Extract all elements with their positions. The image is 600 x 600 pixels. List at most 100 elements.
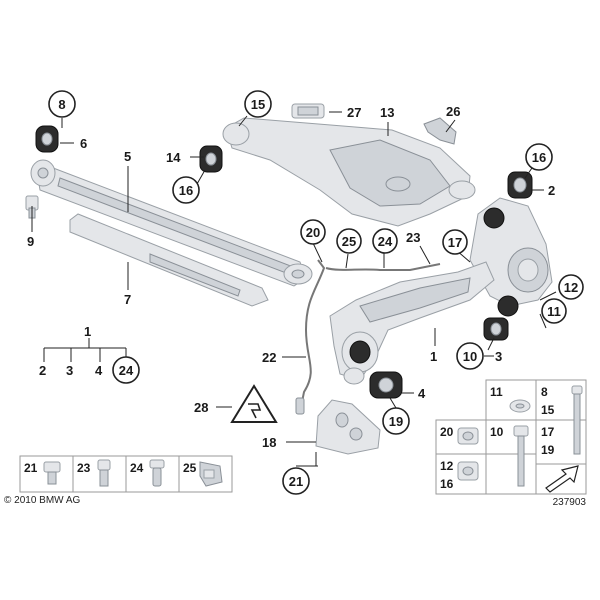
long-bolt-icon	[571, 385, 583, 455]
callout-7: 7	[124, 292, 131, 307]
callout-27: 27	[347, 105, 361, 120]
svg-text:13: 13	[380, 105, 394, 120]
screw-icon	[149, 459, 165, 487]
callout-4-group: 4	[95, 363, 103, 378]
warning-triangle-icon	[230, 384, 278, 423]
svg-text:27: 27	[347, 105, 361, 120]
callout-14: 14	[166, 150, 181, 165]
wheel-carrier	[469, 197, 553, 317]
callout-2-group: 2	[39, 363, 46, 378]
hw-label-21: 21	[24, 461, 38, 475]
svg-text:4: 4	[418, 386, 426, 401]
svg-text:17: 17	[448, 235, 462, 250]
direction-arrow-icon	[545, 465, 579, 493]
callout-21: 21	[282, 467, 310, 495]
callout-3-group: 3	[66, 363, 73, 378]
hw-label-25: 25	[183, 461, 197, 475]
callout-6: 6	[80, 136, 87, 151]
callout-16-right: 16	[525, 143, 553, 171]
svg-text:2: 2	[548, 183, 555, 198]
callout-8: 8	[48, 90, 76, 118]
svg-text:1: 1	[430, 349, 437, 364]
svg-text:3: 3	[495, 349, 502, 364]
callout-12: 12	[558, 274, 584, 300]
lower-control-arm	[329, 261, 495, 385]
svg-text:4: 4	[95, 363, 103, 378]
callout-4-mount: 4	[418, 386, 426, 401]
callout-23: 23	[406, 230, 420, 245]
diagram-number: 237903	[553, 497, 587, 508]
svg-text:12: 12	[564, 280, 578, 295]
callout-22: 22	[262, 350, 276, 365]
cover-plate	[69, 213, 269, 307]
callout-2-top: 2	[548, 183, 555, 198]
svg-text:16: 16	[532, 150, 546, 165]
callout-1-arm: 1	[430, 349, 437, 364]
callout-20: 20	[300, 219, 326, 245]
copyright-text: © 2010 BMW AG	[4, 495, 81, 506]
rubber-mount	[369, 371, 403, 399]
svg-text:7: 7	[124, 292, 131, 307]
svg-text:22: 22	[262, 350, 276, 365]
callout-25: 25	[336, 228, 362, 254]
hw-label-20: 20	[440, 425, 454, 439]
upper-wishbone	[222, 117, 476, 227]
svg-text:15: 15	[251, 97, 265, 112]
callout-13: 13	[380, 105, 394, 120]
callout-1-group: 1	[84, 324, 91, 339]
svg-text:10: 10	[463, 349, 477, 364]
svg-text:18: 18	[262, 435, 276, 450]
svg-text:19: 19	[389, 414, 403, 429]
callout-19: 19	[382, 407, 410, 435]
svg-text:25: 25	[342, 234, 356, 249]
svg-text:21: 21	[289, 474, 303, 489]
hw-label-12: 12	[440, 459, 454, 473]
svg-text:11: 11	[547, 304, 561, 319]
flange-nut-icon	[457, 427, 479, 445]
svg-text:24: 24	[119, 363, 134, 378]
rod-bushing	[30, 125, 59, 187]
callout-24: 24	[372, 228, 398, 254]
callout-11: 11	[541, 298, 567, 324]
callout-18: 18	[262, 435, 276, 450]
svg-text:28: 28	[194, 400, 208, 415]
trailing-link-rod	[37, 165, 313, 287]
callout-10: 10	[456, 342, 484, 370]
flange-bolt-icon	[513, 425, 529, 487]
svg-text:5: 5	[124, 149, 131, 164]
hw-label-8: 8	[541, 385, 548, 399]
washer-icon	[509, 399, 531, 413]
hw-label-11: 11	[490, 385, 503, 399]
clip-icon	[199, 461, 223, 487]
svg-text:3: 3	[66, 363, 73, 378]
svg-text:1: 1	[84, 324, 91, 339]
callout-15: 15	[244, 90, 272, 118]
svg-text:14: 14	[166, 150, 181, 165]
hw-label-15: 15	[541, 403, 555, 417]
hw-label-16: 16	[440, 477, 454, 491]
svg-text:2: 2	[39, 363, 46, 378]
svg-text:6: 6	[80, 136, 87, 151]
svg-text:16: 16	[179, 183, 193, 198]
hw-label-10: 10	[490, 425, 504, 439]
callout-9: 9	[27, 234, 34, 249]
svg-text:8: 8	[58, 97, 65, 112]
svg-text:20: 20	[306, 225, 320, 240]
small-bracket	[291, 103, 325, 119]
callout-3-arm: 3	[495, 349, 502, 364]
callout-16-top: 16	[172, 176, 200, 204]
mount-clip	[423, 117, 457, 145]
wishbone-bushing	[199, 145, 223, 173]
hw-label-17: 17	[541, 425, 555, 439]
svg-text:23: 23	[406, 230, 420, 245]
hw-label-19: 19	[541, 443, 555, 457]
lock-nut-icon	[457, 461, 479, 481]
hardware-table-right: 11 8 15 20 10 17 19 12 16	[435, 379, 587, 495]
callout-24-group: 24	[112, 356, 140, 384]
hardware-table-left: 21 23 24 25	[19, 455, 233, 493]
upper-bushing	[507, 171, 533, 199]
hex-nut-icon	[43, 461, 61, 485]
hw-label-23: 23	[77, 461, 91, 475]
svg-text:24: 24	[378, 234, 393, 249]
